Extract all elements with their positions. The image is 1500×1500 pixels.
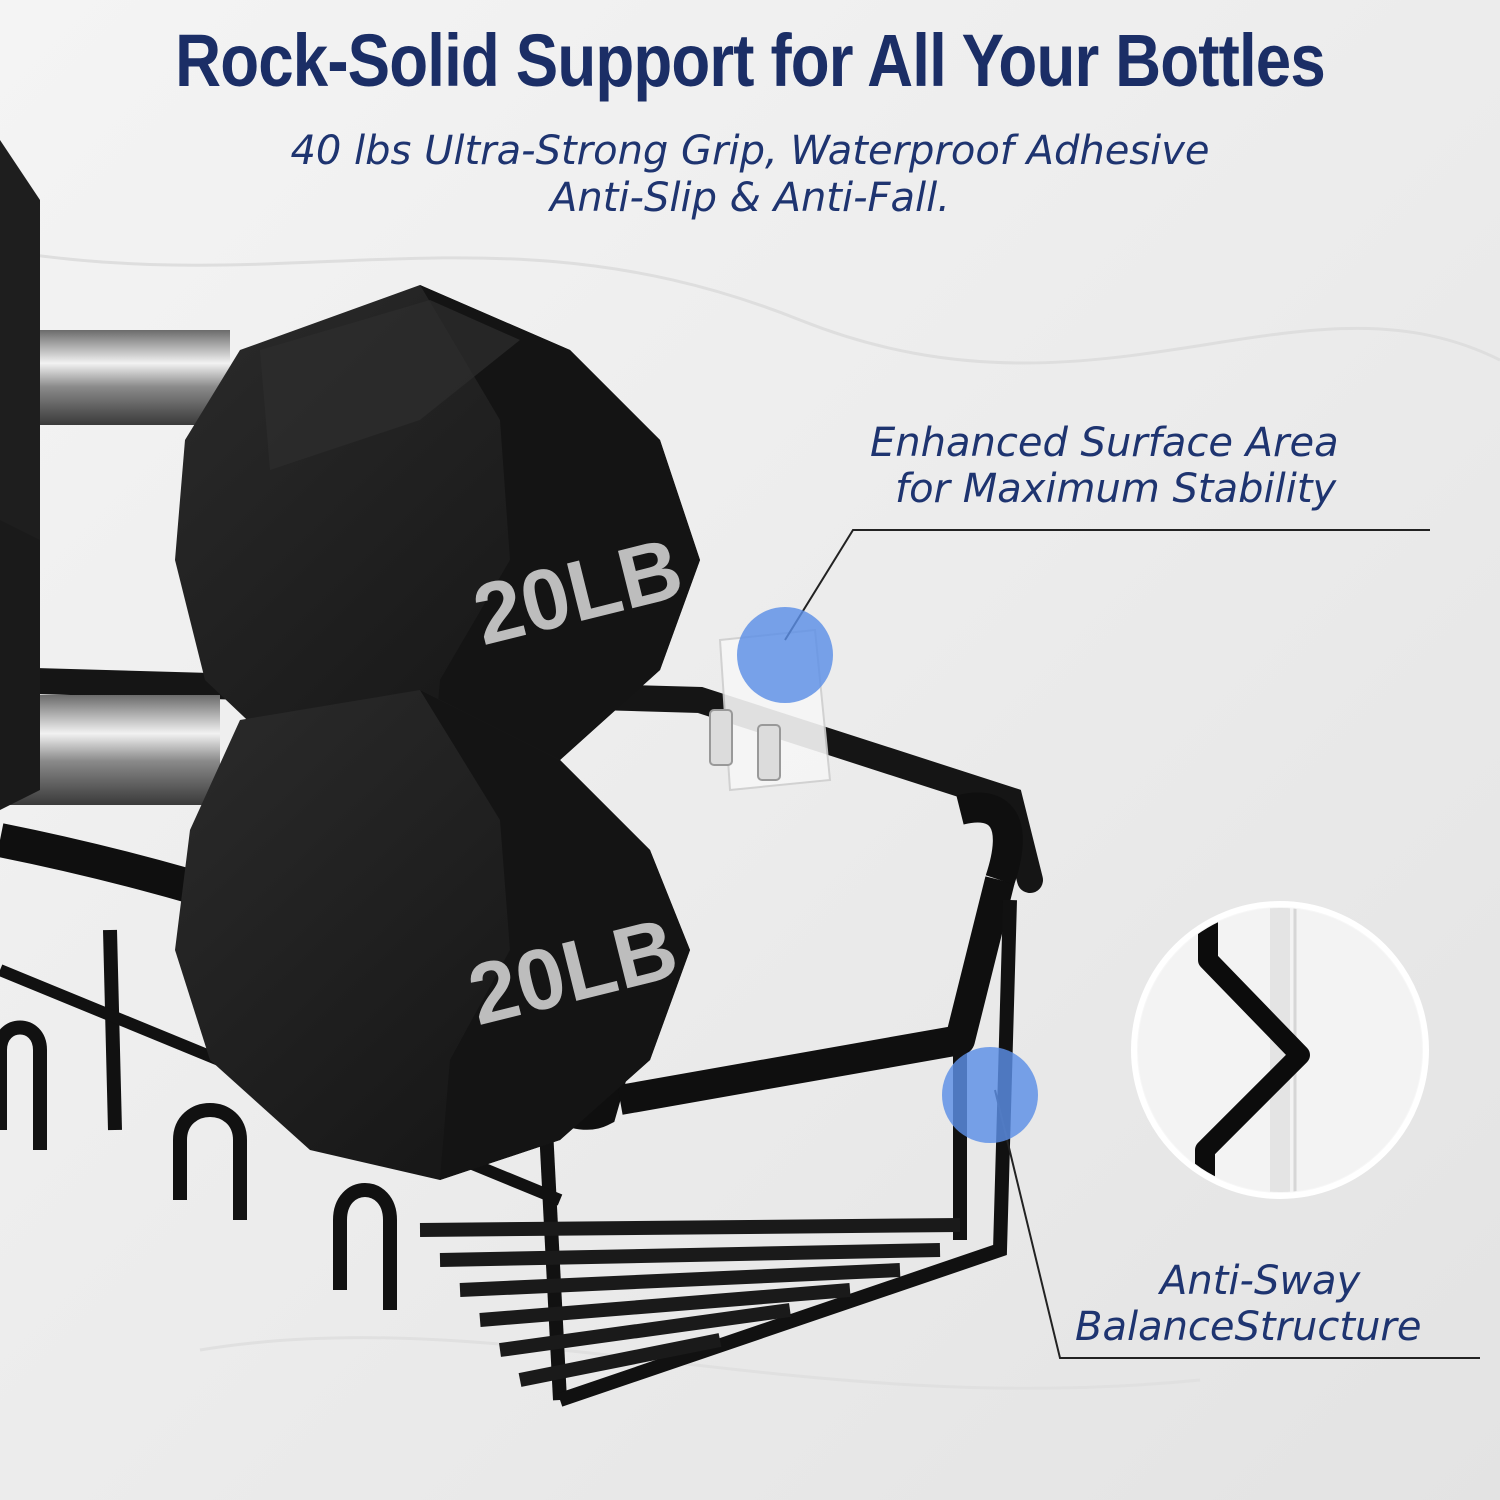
- anti-sway-zoom-inset: [1131, 901, 1429, 1199]
- dumbbell-top-head: [175, 285, 700, 800]
- dumbbell-bottom-head: [175, 690, 690, 1180]
- callout-line-surface: [784, 529, 1430, 641]
- callout-surface-line-2: for Maximum Stability: [895, 466, 1337, 512]
- subheadline-line-2: Anti-Slip & Anti-Fall.: [550, 175, 950, 221]
- highlight-dot-surface: [737, 607, 833, 703]
- callout-sway-line-2: BalanceStructure: [1075, 1304, 1422, 1350]
- headline: Rock-Solid Support for All Your Bottles: [175, 19, 1326, 102]
- callout-surface-line-1: Enhanced Surface Area: [870, 420, 1339, 466]
- subheadline-line-1: 40 lbs Ultra-Strong Grip, Waterproof Adh…: [290, 128, 1210, 174]
- highlight-dot-sway: [942, 1047, 1038, 1143]
- callout-line-sway: [994, 1089, 1480, 1359]
- callout-sway-line-1: Anti-Sway: [1160, 1258, 1361, 1304]
